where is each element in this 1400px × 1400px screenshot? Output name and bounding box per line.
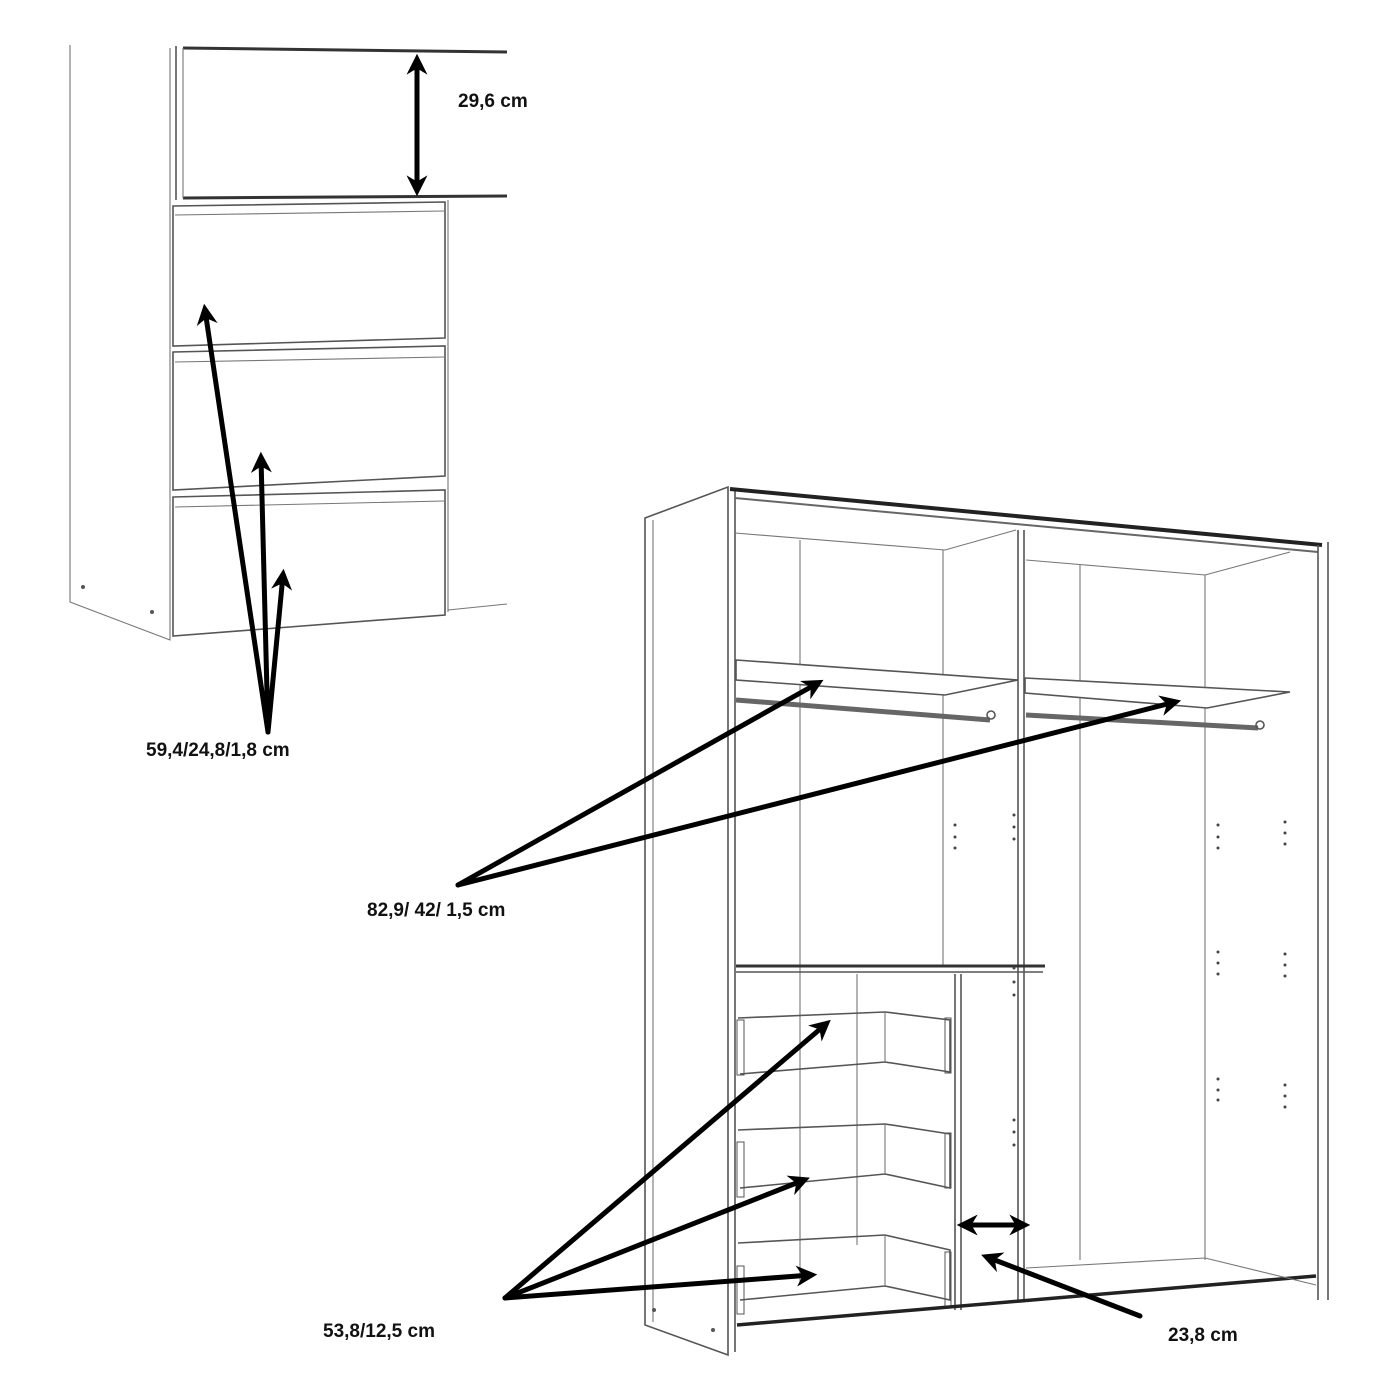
label-inner-drawer-dims: 53,8/12,5 cm xyxy=(323,1321,435,1342)
drawer-front-2 xyxy=(172,345,446,491)
arrow-gap-pointer-icon xyxy=(981,1252,1143,1319)
drawer-unit-drawing xyxy=(69,45,508,641)
drawer-front-3 xyxy=(172,489,446,637)
label-gap-width: 23,8 cm xyxy=(1168,1325,1238,1346)
drawer-front-1 xyxy=(172,201,446,347)
dimension-arrows xyxy=(196,53,1182,1319)
shelf-left xyxy=(735,659,1019,723)
arrow-shelf-right-icon xyxy=(455,695,1182,888)
shelf-right xyxy=(1024,677,1291,731)
inner-drawer-2 xyxy=(736,1123,952,1198)
arrow-inner-drawer-3-icon xyxy=(502,1265,818,1301)
label-drawer-front-dims: 59,4/24,8/1,8 cm xyxy=(146,740,290,761)
label-shelf-dims: 82,9/ 42/ 1,5 cm xyxy=(367,900,506,921)
arrow-drawer-2-icon xyxy=(250,451,272,735)
arrow-inner-drawer-2-icon xyxy=(502,1175,810,1301)
inner-drawer-3 xyxy=(736,1234,952,1315)
inner-drawer-1 xyxy=(736,1011,952,1076)
arrow-inner-drawer-1-icon xyxy=(502,1019,831,1301)
wardrobe-drawing xyxy=(644,485,1329,1357)
arrow-shelf-left-icon xyxy=(455,679,824,888)
arrow-drawer-3-icon xyxy=(265,568,293,735)
arrow-drawer-1-icon xyxy=(196,303,271,735)
label-top-compartment-height: 29,6 cm xyxy=(458,91,528,112)
